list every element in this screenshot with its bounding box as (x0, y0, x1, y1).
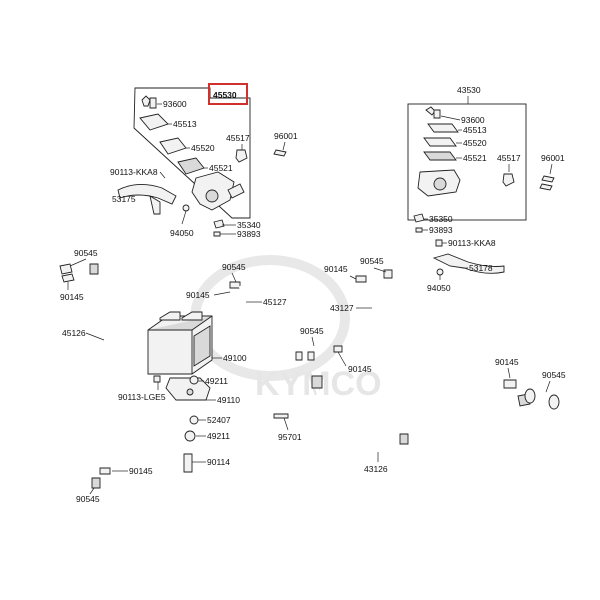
bolt-icon (153, 375, 161, 383)
part-label[interactable]: 90545 (360, 256, 384, 266)
screw-icon (415, 227, 423, 233)
hose-43126-group: 90545 90145 43126 95701 (273, 326, 531, 474)
part-label[interactable]: 45126 (62, 328, 86, 338)
part-label[interactable]: 90145 (60, 292, 84, 302)
part-label[interactable]: 90545 (542, 370, 566, 380)
washer-icon (61, 273, 75, 283)
part-highlight-box[interactable] (208, 83, 248, 105)
sensor-icon (413, 213, 425, 223)
part-label[interactable]: 45521 (209, 163, 233, 173)
hose-43127-group: 90545 90145 43127 (324, 256, 393, 329)
part-label[interactable]: 45520 (463, 138, 487, 148)
part-label[interactable]: 49100 (223, 353, 247, 363)
part-label[interactable]: 45517 (226, 133, 250, 143)
brake-lever-icon (117, 184, 177, 205)
part-label[interactable]: 49211 (205, 376, 228, 386)
part-label[interactable]: 95701 (278, 432, 302, 442)
part-label[interactable]: 45521 (463, 153, 487, 163)
washer-icon (59, 263, 73, 275)
washer-icon (355, 275, 367, 283)
screw-icon (539, 183, 553, 191)
bolt-icon (273, 413, 289, 419)
part-label[interactable]: 90113-KKA8 (110, 167, 158, 177)
group-outline-right (407, 103, 527, 221)
right-master-cylinder-group: 43530 93600 45513 45520 45521 45517 9600… (407, 85, 565, 293)
part-label[interactable]: 93600 (163, 99, 187, 109)
part-label[interactable]: 93600 (461, 115, 485, 125)
part-label[interactable]: 90545 (222, 262, 246, 272)
part-label[interactable]: 53178 (469, 263, 493, 273)
part-label[interactable]: 43530 (457, 85, 481, 95)
screw-icon (141, 95, 151, 107)
nut-icon (182, 204, 190, 212)
washer-icon (383, 269, 393, 279)
part-label[interactable]: 94050 (170, 228, 194, 238)
part-label[interactable]: 35350 (429, 214, 453, 224)
bolt-icon (333, 345, 343, 353)
washer-icon (229, 281, 241, 289)
part-label[interactable]: 90145 (129, 466, 153, 476)
hose-45126-group: 90545 90145 45126 90145 90545 (59, 248, 153, 504)
bolt-icon (183, 453, 193, 473)
part-label[interactable]: 90545 (76, 494, 100, 504)
part-label[interactable]: 90545 (300, 326, 324, 336)
part-label[interactable]: 90113-KKA8 (448, 238, 496, 248)
part-label[interactable]: 90145 (186, 290, 210, 300)
washer-icon (295, 351, 303, 361)
rubber-mount-icon (184, 430, 196, 442)
washer-icon (307, 351, 315, 361)
reservoir-cover-icon (427, 123, 459, 133)
part-label[interactable]: 43127 (330, 303, 354, 313)
part-label[interactable]: 35340 (237, 220, 261, 230)
plate-icon (423, 151, 457, 161)
sensor-icon (213, 219, 225, 229)
reservoir-cover-icon (139, 113, 169, 131)
washer-icon (548, 394, 560, 410)
part-label[interactable]: 49211 (207, 431, 230, 441)
part-label[interactable]: 96001 (274, 131, 298, 141)
part-label[interactable]: 93893 (237, 229, 261, 239)
screw-icon (541, 175, 555, 183)
part-label[interactable]: 93893 (429, 225, 453, 235)
part-label[interactable]: 90145 (348, 364, 372, 374)
diaphragm-icon (423, 137, 457, 147)
part-label[interactable]: 90114 (207, 457, 230, 467)
switch-icon (502, 173, 515, 187)
left-master-cylinder-group: 45530 93600 45513 45517 96001 45520 4552… (110, 83, 298, 239)
switch-icon (235, 149, 248, 163)
diaphragm-icon (159, 137, 187, 155)
nut-icon (436, 268, 444, 276)
washer-icon (524, 388, 536, 404)
part-label[interactable]: 90113-LGE5 (118, 392, 166, 402)
part-label[interactable]: 49110 (217, 395, 240, 405)
screw-icon (435, 239, 443, 247)
abs-unit-group: 90545 90145 45127 49100 49110 49211 9011… (118, 262, 287, 473)
part-label[interactable]: 45513 (173, 119, 197, 129)
part-label[interactable]: 45127 (263, 297, 287, 307)
screw-icon (149, 97, 157, 109)
bolt-icon (503, 379, 517, 389)
right-fitting-group: 90145 90545 (495, 357, 566, 410)
part-label[interactable]: 45520 (191, 143, 215, 153)
part-label[interactable]: 53175 (112, 194, 136, 204)
screw-icon (213, 231, 221, 237)
part-label[interactable]: 43126 (364, 464, 388, 474)
brake-lever-icon (432, 253, 505, 274)
collar-icon (189, 415, 199, 425)
part-label[interactable]: 96001 (541, 153, 565, 163)
part-label[interactable]: 90145 (495, 357, 519, 367)
part-label[interactable]: 52407 (207, 415, 231, 425)
rubber-mount-icon (189, 375, 199, 385)
screw-icon (273, 149, 287, 157)
part-label[interactable]: 45513 (463, 125, 487, 135)
part-number-highlighted[interactable]: 45530 (213, 90, 237, 100)
part-label[interactable]: 90545 (74, 248, 98, 258)
part-label[interactable]: 90145 (324, 264, 348, 274)
part-label[interactable]: 45517 (497, 153, 521, 163)
bolt-icon (99, 467, 111, 475)
part-label[interactable]: 94050 (427, 283, 451, 293)
